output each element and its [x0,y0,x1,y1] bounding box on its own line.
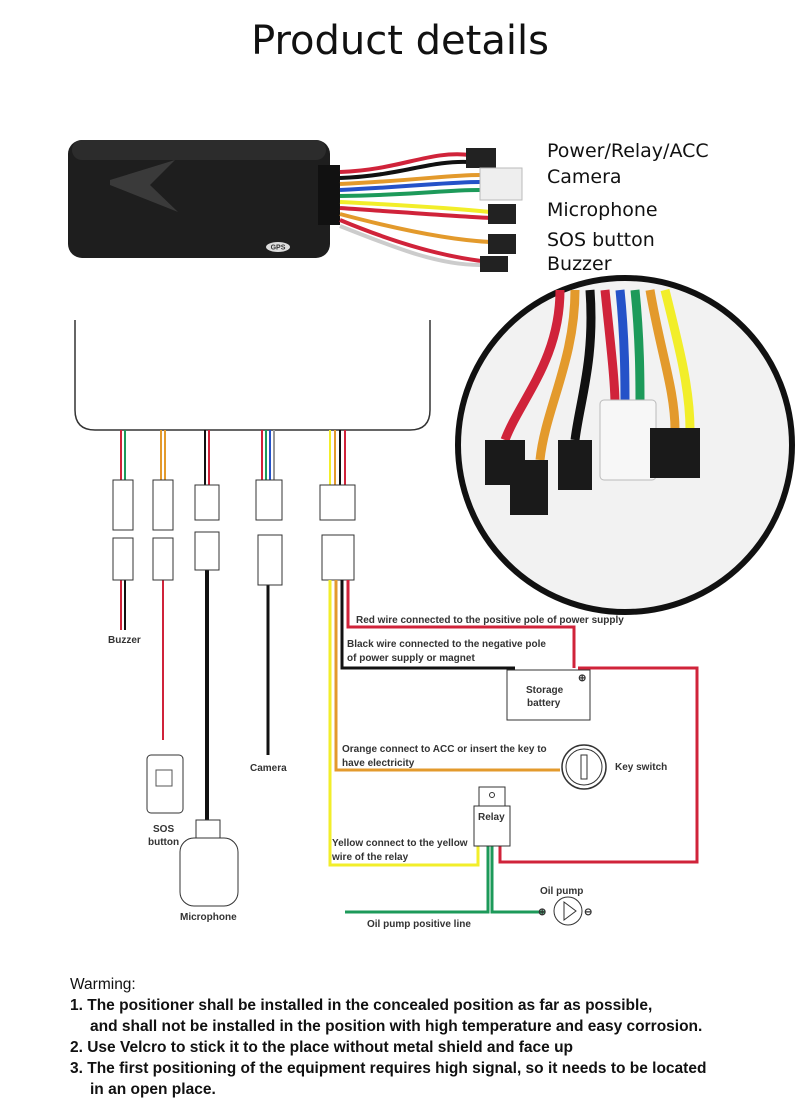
port-label-power: Power/Relay/ACC [547,140,709,162]
logo-chevron-icon [110,160,178,212]
port-label-microphone: Microphone [547,199,658,221]
label-black-wire-2: of power supply or magnet [347,653,475,664]
sos-icon [155,769,173,787]
warning-item-2: 2. Use Velcro to stick it to the place w… [70,1039,574,1056]
warning-item-3: 3. The first positioning of the equipmen… [70,1060,707,1077]
port-label-sos: SOS button [547,229,655,251]
gps-tracker-device: GPS [68,140,340,258]
label-key-switch: Key switch [615,762,667,773]
warning-item-3-cont: in an open place. [90,1081,216,1098]
label-sos-1: SOS [153,824,174,835]
device-outline [74,320,431,431]
key-switch-icon [561,744,607,790]
label-oil-pump: Oil pump [540,886,583,897]
label-battery-2: battery [527,698,561,709]
warning-section: Warming: 1. The positioner shall be inst… [70,974,706,1100]
microphone-shape [179,837,239,907]
oil-pump-plus: ⊕ [538,907,546,918]
label-battery-1: Storage [526,685,564,696]
label-sos-2: button [148,837,179,848]
label-yellow-wire-2: wire of the relay [331,852,409,863]
label-relay: Relay [478,812,505,823]
storage-battery [506,669,591,721]
oil-pump-minus: ⊖ [584,907,592,918]
warning-item-1-cont: and shall not be installed in the positi… [90,1018,703,1035]
battery-plus: ⊕ [578,673,586,684]
connectors [466,148,523,272]
label-microphone: Microphone [180,912,237,923]
port-label-buzzer: Buzzer [547,253,612,275]
label-orange-wire-2: have electricity [342,758,415,769]
warning-heading: Warming: [70,976,136,993]
warning-item-1: 1. The positioner shall be installed in … [70,997,653,1014]
wire-harness [339,152,491,267]
port-label-camera: Camera [547,166,622,188]
label-camera: Camera [250,763,287,774]
oil-pump-icon [553,896,583,926]
label-buzzer: Buzzer [108,635,141,646]
page-title: Product details [251,18,549,64]
label-oil-pump-line: Oil pump positive line [367,919,471,930]
label-yellow-wire-1: Yellow connect to the yellow [332,838,468,849]
label-black-wire-1: Black wire connected to the negative pol… [347,639,546,650]
label-red-wire: Red wire connected to the positive pole … [356,615,624,626]
label-orange-wire-1: Orange connect to ACC or insert the key … [342,744,547,755]
sos-button-box [146,754,184,814]
wiring-diagram: Buzzer SOS button Microphone Camera Red … [74,320,699,930]
device-brand-mark: GPS [271,245,286,252]
connector-closeup-photo [455,275,795,615]
